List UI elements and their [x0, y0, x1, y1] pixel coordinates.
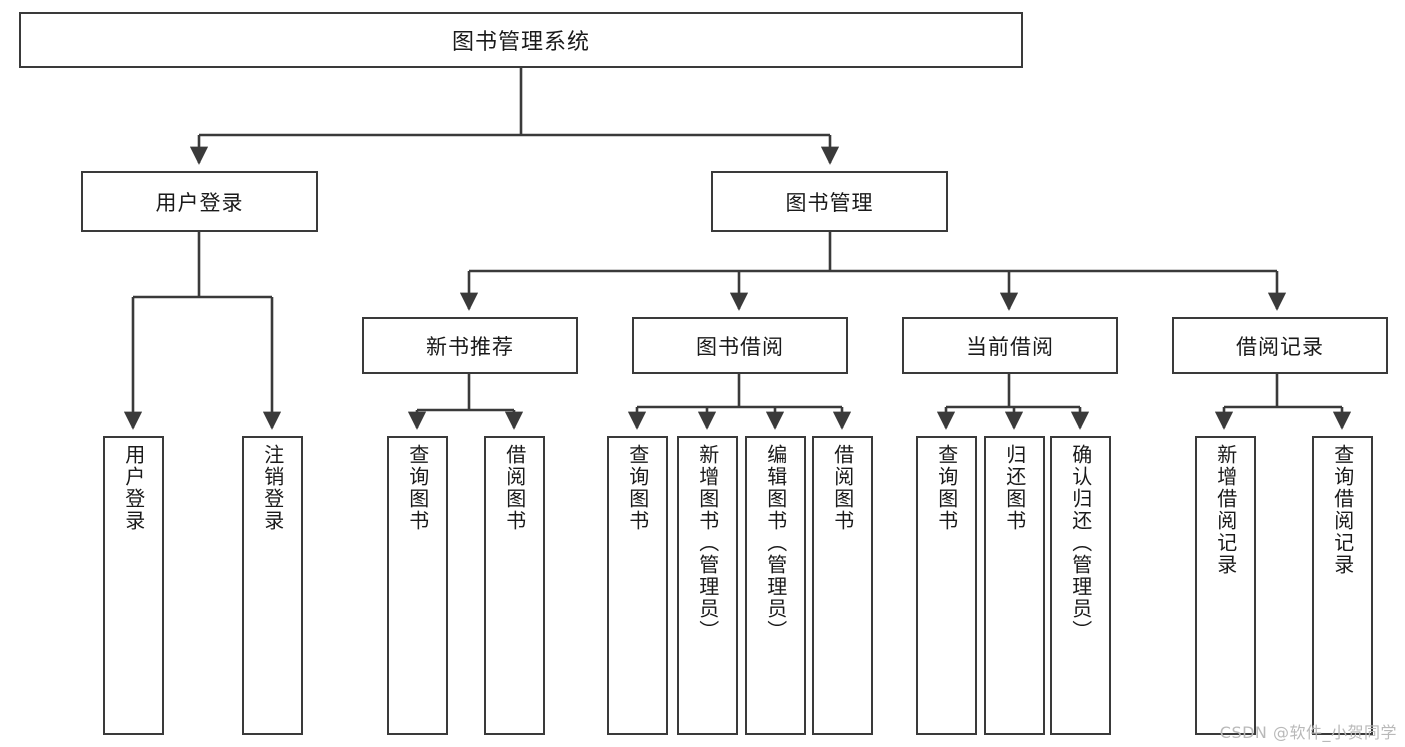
- leaf-new-book-query[interactable]: 查询图书: [387, 436, 448, 735]
- node-borrow-record[interactable]: 借阅记录: [1172, 317, 1388, 374]
- node-label: 查询图书: [625, 444, 650, 532]
- node-label: 查询借阅记录: [1330, 444, 1355, 576]
- leaf-user-login-signin[interactable]: 用户登录: [103, 436, 164, 735]
- node-label: 图书借阅: [696, 334, 784, 359]
- leaf-current-borrow-return[interactable]: 归还图书: [984, 436, 1045, 735]
- node-label: 用户登录: [155, 190, 244, 215]
- node-label: 查询图书: [405, 444, 430, 532]
- node-current-borrow[interactable]: 当前借阅: [902, 317, 1118, 374]
- leaf-borrow-record-query[interactable]: 查询借阅记录: [1312, 436, 1373, 735]
- leaf-user-login-signout[interactable]: 注销登录: [242, 436, 303, 735]
- leaf-current-borrow-query[interactable]: 查询图书: [916, 436, 977, 735]
- leaf-book-borrow-edit[interactable]: 编辑图书（管理员）: [745, 436, 806, 735]
- node-label: 图书管理: [785, 190, 874, 215]
- node-label: 借阅图书: [502, 444, 527, 532]
- node-label: 图书管理系统: [451, 30, 590, 55]
- leaf-book-borrow-lend[interactable]: 借阅图书: [812, 436, 873, 735]
- node-label: 归还图书: [1002, 444, 1027, 532]
- node-label: 确认归还（管理员）: [1068, 444, 1093, 642]
- node-label: 新书推荐: [426, 334, 514, 359]
- node-label: 当前借阅: [966, 334, 1054, 359]
- node-book-borrow[interactable]: 图书借阅: [632, 317, 848, 374]
- leaf-book-borrow-add[interactable]: 新增图书（管理员）: [677, 436, 738, 735]
- leaf-book-borrow-query[interactable]: 查询图书: [607, 436, 668, 735]
- node-book-management[interactable]: 图书管理: [711, 171, 948, 232]
- leaf-new-book-borrow[interactable]: 借阅图书: [484, 436, 545, 735]
- node-label: 查询图书: [934, 444, 959, 532]
- leaf-borrow-record-add[interactable]: 新增借阅记录: [1195, 436, 1256, 735]
- node-label: 借阅图书: [830, 444, 855, 532]
- node-label: 借阅记录: [1236, 334, 1324, 359]
- node-label: 新增图书（管理员）: [695, 444, 720, 642]
- node-label: 用户登录: [121, 444, 146, 532]
- node-root-system[interactable]: 图书管理系统: [19, 12, 1023, 68]
- leaf-current-borrow-confirm-return[interactable]: 确认归还（管理员）: [1050, 436, 1111, 735]
- node-user-login[interactable]: 用户登录: [81, 171, 318, 232]
- node-label: 新增借阅记录: [1213, 444, 1238, 576]
- node-new-book-recommend[interactable]: 新书推荐: [362, 317, 578, 374]
- node-label: 注销登录: [260, 444, 285, 532]
- node-label: 编辑图书（管理员）: [763, 444, 788, 642]
- watermark: CSDN @软件_小贺同学: [1219, 723, 1397, 742]
